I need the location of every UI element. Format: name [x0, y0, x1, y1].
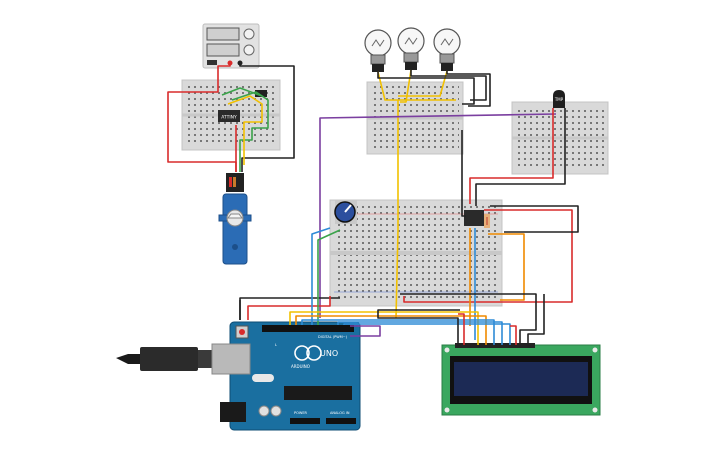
light-bulb-1[interactable] [364, 29, 392, 72]
atmega-chip [284, 386, 352, 400]
wire-red-lcd-2[interactable] [510, 325, 517, 345]
breadboard-main[interactable] [329, 199, 503, 307]
attiny-label: ATTINY [221, 115, 237, 121]
attiny-chip[interactable] [218, 110, 240, 122]
light-bulb-3[interactable] [433, 28, 461, 71]
wire-yellow-bulb1[interactable] [377, 71, 456, 101]
transistor-module[interactable] [464, 210, 484, 226]
tmp-label: TMP [554, 97, 564, 102]
breadboard-temperature[interactable]: TMP [511, 90, 609, 175]
wire-yellow-lcd[interactable] [289, 311, 479, 345]
analog-header[interactable] [326, 418, 356, 424]
wire-blue-lcd-1[interactable] [301, 319, 495, 345]
led-l-label: L [275, 343, 277, 347]
servo-motor[interactable] [218, 173, 252, 265]
wire-black-lcd-2[interactable] [400, 293, 537, 345]
digital-header[interactable] [262, 325, 354, 332]
wire-red-rail[interactable] [403, 209, 573, 303]
wire-orange-resistor[interactable] [488, 233, 525, 301]
arduino-label: ARDUINO [291, 364, 310, 369]
usb-cable[interactable] [116, 343, 251, 375]
dc-power-jack[interactable] [220, 402, 246, 422]
wire-black-psu[interactable] [239, 63, 295, 172]
wire-black-rail[interactable] [490, 205, 579, 233]
potentiometer[interactable] [334, 200, 357, 224]
lcd-screen [454, 362, 588, 396]
wire-blue-lcd-2[interactable] [337, 321, 503, 345]
wire-yellow-bulb3[interactable] [398, 70, 448, 97]
wire-black-lcd-3[interactable] [527, 294, 545, 345]
wire-purple-tmp[interactable] [319, 113, 557, 318]
wire-red-tmp[interactable] [469, 108, 554, 204]
wire-green-2[interactable] [231, 91, 269, 172]
wire-orange-lcd[interactable] [295, 315, 487, 345]
power-supply[interactable] [202, 23, 260, 69]
wire-black-bulbs-3[interactable] [446, 71, 491, 107]
wire-black-bulbs-2[interactable] [410, 70, 487, 101]
breadboard-bulbs[interactable] [366, 81, 464, 155]
power-label: POWER [294, 411, 308, 415]
wire-yellow-attiny[interactable] [227, 95, 263, 165]
wire-yellow-main[interactable] [395, 100, 399, 319]
breadboard-attiny[interactable]: ATTINY [181, 79, 281, 151]
wire-red-psu[interactable] [167, 63, 237, 172]
wire-yellow-bulb2[interactable] [400, 69, 412, 103]
wire-red-5v[interactable] [247, 296, 331, 320]
light-bulb-2[interactable] [397, 27, 425, 70]
uno-label: UNO [320, 349, 338, 358]
wire-purple-arduino[interactable] [350, 325, 381, 337]
wire-black-to-transistor[interactable] [461, 130, 466, 217]
wire-green-pot[interactable] [317, 229, 341, 325]
crystal [252, 374, 274, 382]
wire-green-1[interactable] [221, 87, 263, 97]
temperature-sensor[interactable] [553, 90, 565, 108]
wire-black-tmp[interactable] [475, 108, 566, 206]
power-header[interactable] [290, 418, 320, 424]
wire-blue-lcd-3[interactable] [343, 323, 511, 345]
wire-black-bulbs-1[interactable] [377, 72, 475, 105]
arduino-uno-board[interactable]: UNO ARDUINO DIGITAL (PWM~) L POWER ANALO… [116, 321, 361, 431]
analog-label: ANALOG IN [330, 411, 350, 415]
digital-label: DIGITAL (PWM~) [318, 335, 348, 339]
lcd-pin-header[interactable] [455, 343, 535, 348]
lcd-display[interactable] [441, 343, 601, 416]
wire-red-lcd-1[interactable] [458, 313, 465, 345]
wires [167, 63, 579, 345]
wire-blue-pot[interactable] [311, 227, 331, 325]
wire-black-lcd-1[interactable] [377, 309, 460, 345]
ir-sensor[interactable] [255, 90, 267, 97]
